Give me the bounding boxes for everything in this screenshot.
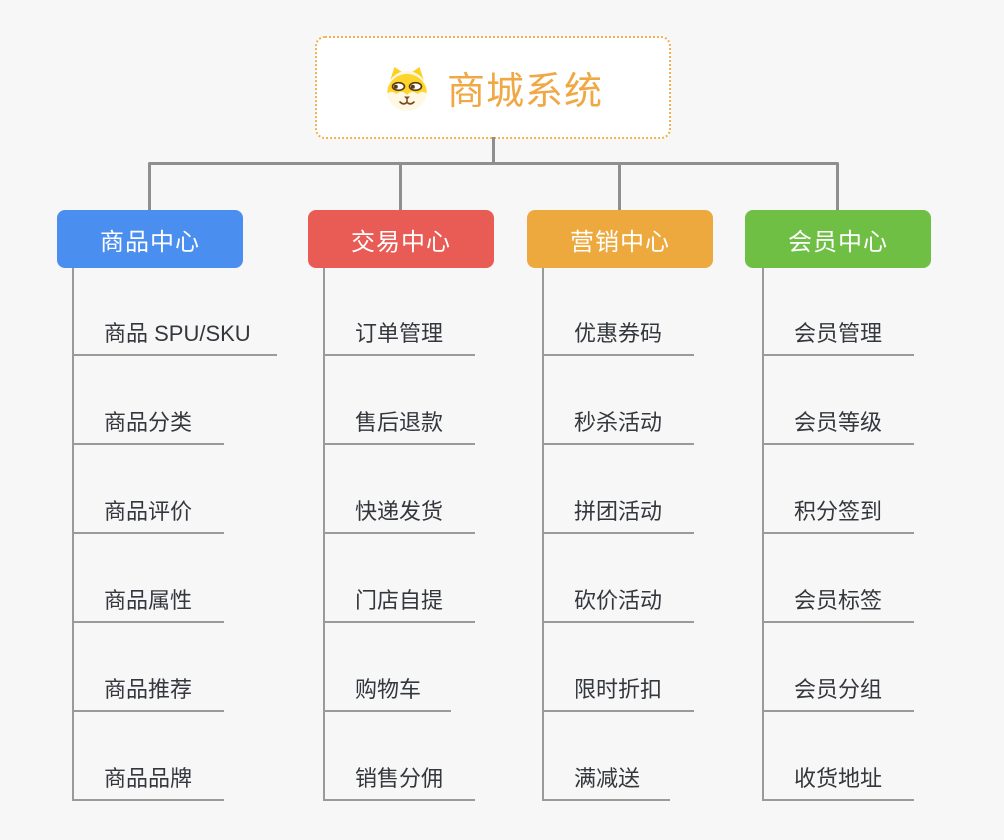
child-node[interactable]: 会员标签 bbox=[762, 579, 914, 623]
child-node[interactable]: 订单管理 bbox=[323, 312, 475, 356]
child-node[interactable]: 积分签到 bbox=[762, 490, 914, 534]
root-node[interactable]: 商城系统 bbox=[315, 36, 671, 139]
shiba-dog-icon bbox=[386, 66, 427, 111]
connector-drop-3 bbox=[618, 163, 621, 211]
branch-node-trade-center[interactable]: 交易中心 bbox=[308, 210, 494, 268]
child-node[interactable]: 门店自提 bbox=[323, 579, 475, 623]
child-node[interactable]: 砍价活动 bbox=[542, 579, 694, 623]
child-node[interactable]: 会员分组 bbox=[762, 668, 914, 712]
child-node[interactable]: 购物车 bbox=[323, 668, 451, 712]
branch-spine-3 bbox=[542, 268, 544, 801]
branch-spine-1 bbox=[72, 268, 74, 801]
branch-node-member-center[interactable]: 会员中心 bbox=[745, 210, 931, 268]
child-node[interactable]: 拼团活动 bbox=[542, 490, 694, 534]
branch-spine-2 bbox=[323, 268, 325, 801]
child-node[interactable]: 限时折扣 bbox=[542, 668, 694, 712]
connector-drop-2 bbox=[399, 163, 402, 211]
child-node[interactable]: 售后退款 bbox=[323, 401, 475, 445]
branch-node-product-center[interactable]: 商品中心 bbox=[57, 210, 243, 268]
child-node[interactable]: 商品 SPU/SKU bbox=[72, 312, 277, 356]
child-node[interactable]: 商品品牌 bbox=[72, 757, 224, 801]
child-node[interactable]: 会员管理 bbox=[762, 312, 914, 356]
branch-spine-4 bbox=[762, 268, 764, 801]
child-node[interactable]: 快递发货 bbox=[323, 490, 475, 534]
child-node[interactable]: 商品评价 bbox=[72, 490, 224, 534]
child-node[interactable]: 满减送 bbox=[542, 757, 670, 801]
connector-horizontal-bar bbox=[148, 162, 839, 165]
child-node[interactable]: 销售分佣 bbox=[323, 757, 475, 801]
root-node-title: 商城系统 bbox=[446, 71, 603, 113]
child-node[interactable]: 商品属性 bbox=[72, 579, 224, 623]
child-node[interactable]: 商品推荐 bbox=[72, 668, 224, 712]
connector-drop-4 bbox=[836, 163, 839, 211]
connector-drop-1 bbox=[148, 163, 151, 211]
child-node[interactable]: 会员等级 bbox=[762, 401, 914, 445]
child-node[interactable]: 收货地址 bbox=[762, 757, 914, 801]
child-node[interactable]: 商品分类 bbox=[72, 401, 224, 445]
branch-node-marketing-center[interactable]: 营销中心 bbox=[527, 210, 713, 268]
connector-root-stem bbox=[492, 137, 495, 163]
child-node[interactable]: 优惠券码 bbox=[542, 312, 694, 356]
child-node[interactable]: 秒杀活动 bbox=[542, 401, 694, 445]
